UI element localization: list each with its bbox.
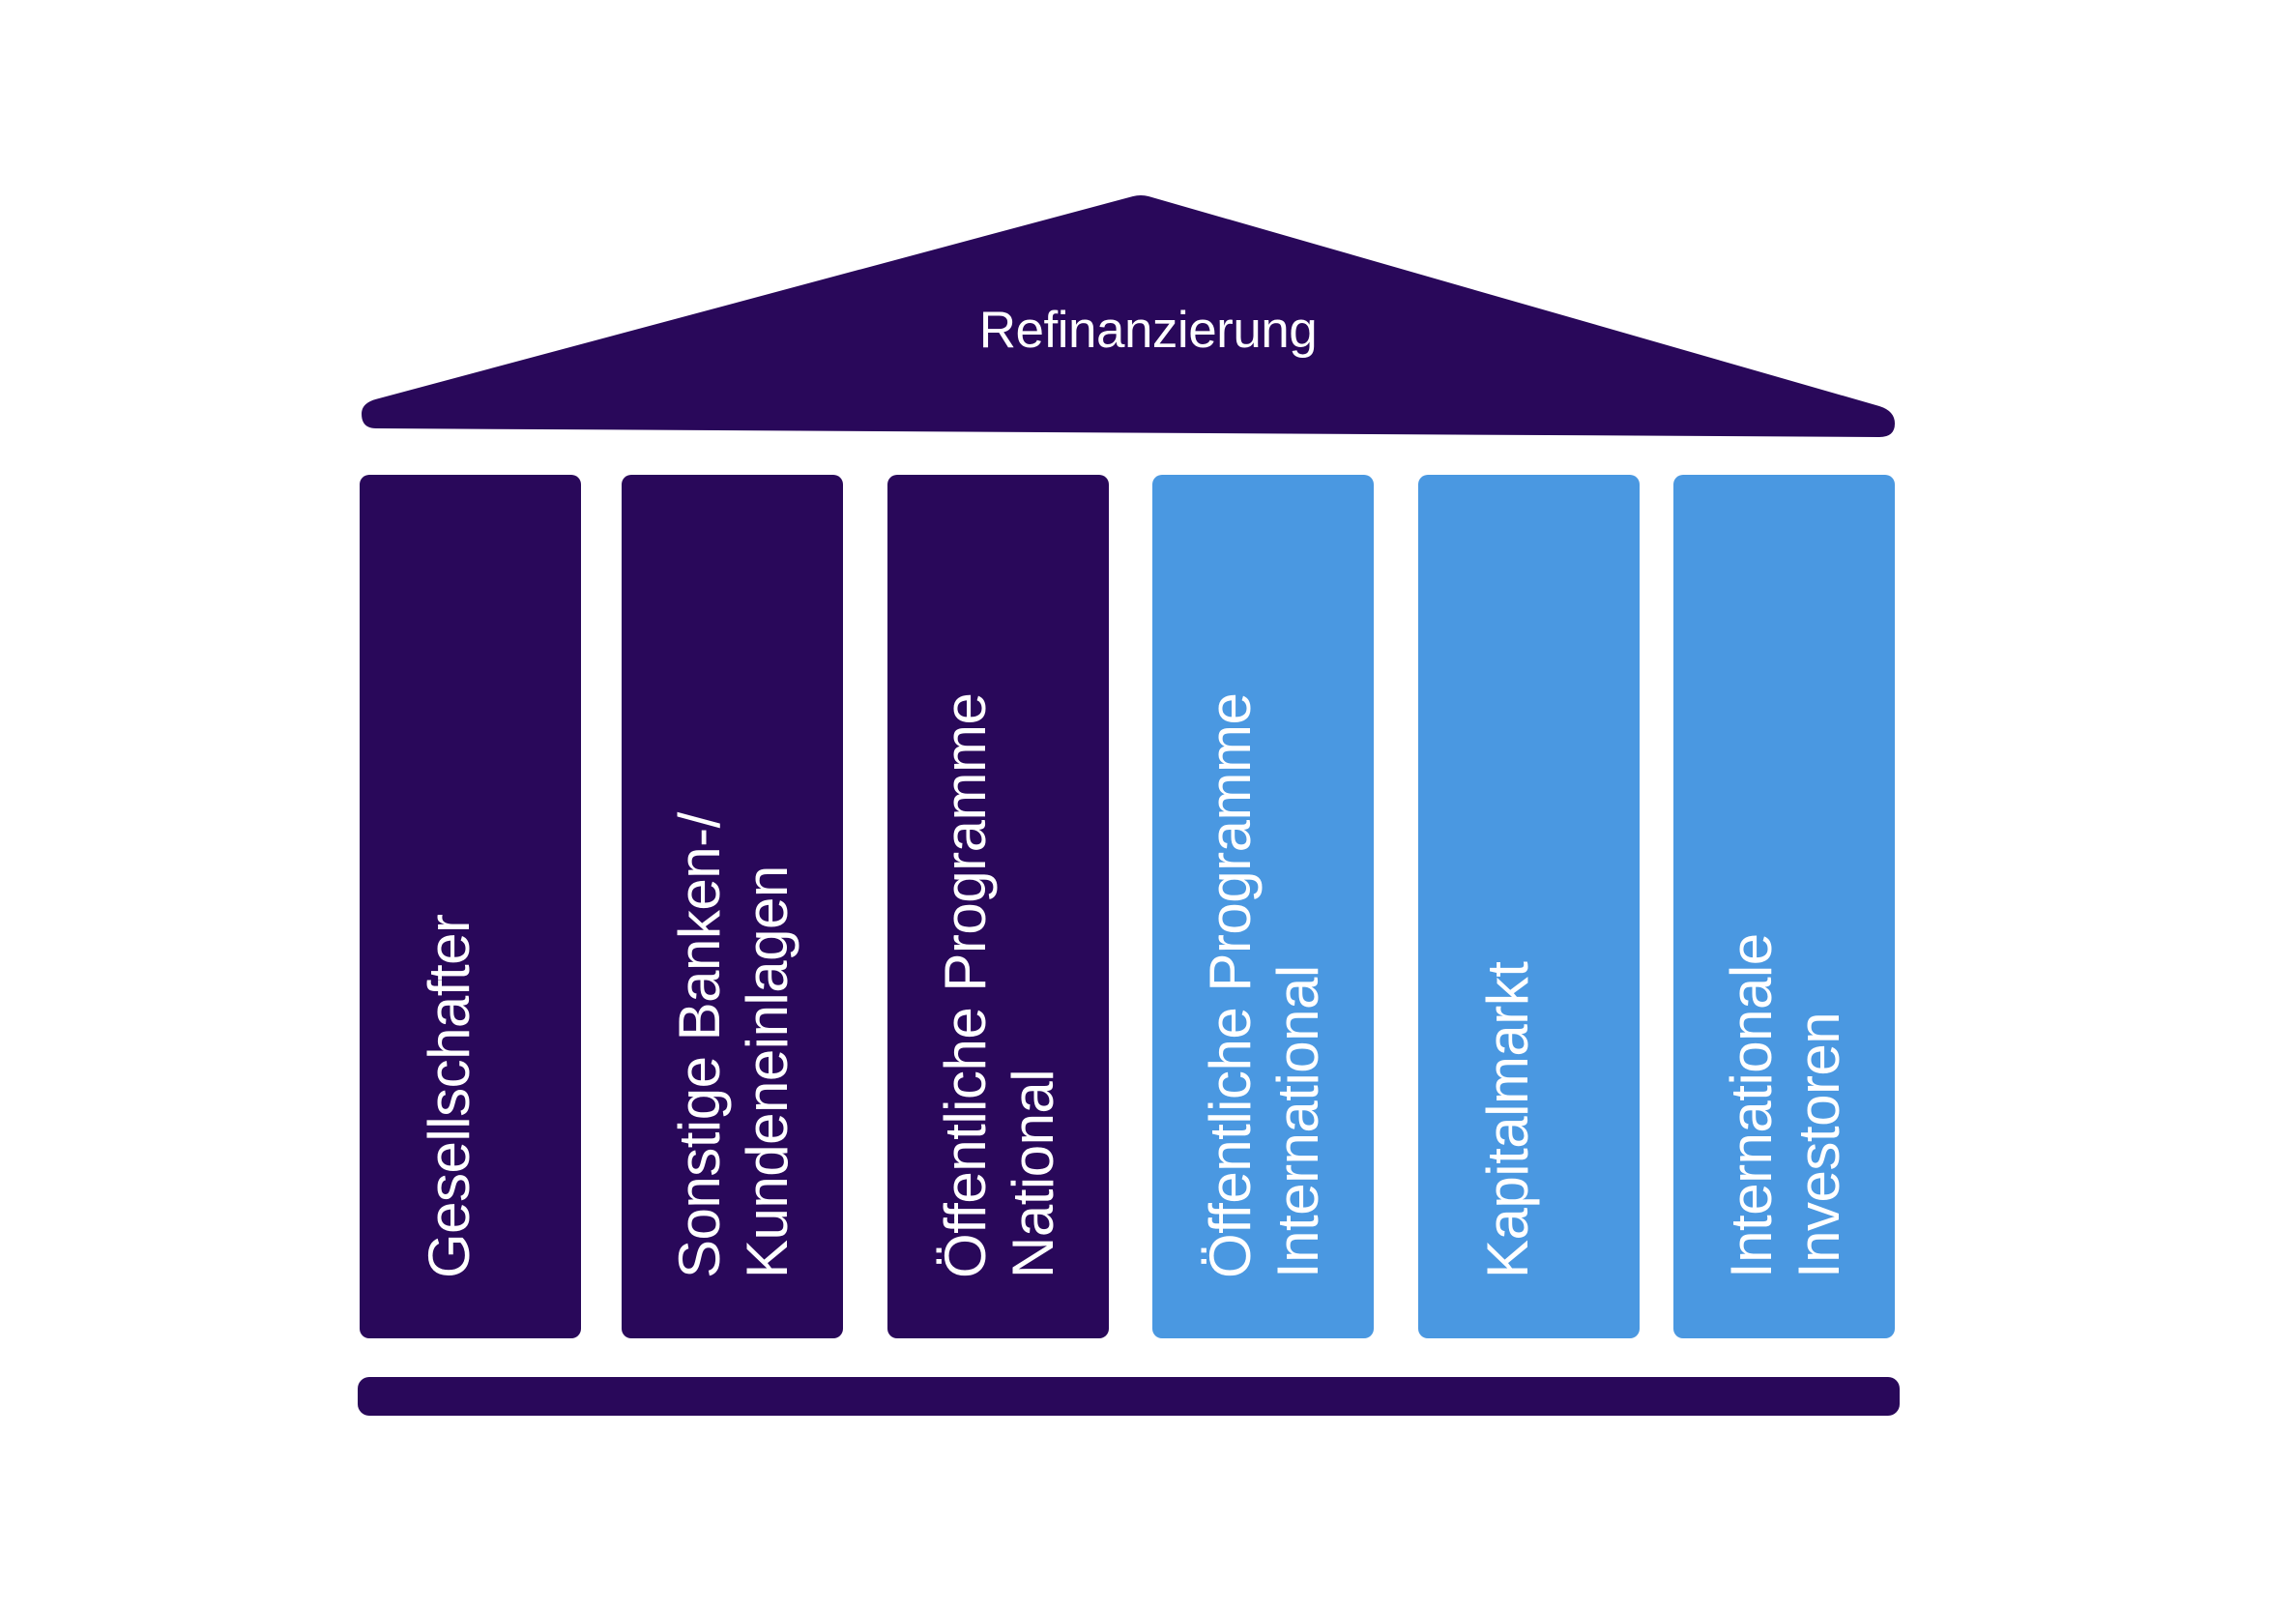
pillar-label-line: Öffentliche Programme [1198, 692, 1263, 1278]
foundation-base [358, 1377, 1900, 1416]
pillar-label: Internationale Investoren [1718, 933, 1853, 1278]
roof-title: Refinanzierung [978, 302, 1318, 359]
pillar-label: Öffentliche Programme National [932, 693, 1067, 1278]
pillar-internationale-investoren: Internationale Investoren [1673, 475, 1895, 1338]
pillar-label: Kapitalmarkt [1474, 962, 1542, 1278]
pillar-label-line: Internationale [1719, 933, 1784, 1278]
pillar-label: Öffentliche Programme International [1197, 693, 1332, 1278]
pillar-label-line: Öffentliche Programme [933, 692, 998, 1278]
pillar-oeffentliche-national: Öffentliche Programme National [887, 475, 1109, 1338]
pillar-label: Gesellschafter [416, 915, 483, 1279]
pillar-label-line: Investoren [1787, 1011, 1851, 1278]
pillar-label: Sonstige Banken-/ Kundeneinlagen [666, 812, 801, 1278]
pillar-sonstige-banken: Sonstige Banken-/ Kundeneinlagen [622, 475, 843, 1338]
pillar-label-line: Sonstige Banken-/ [667, 812, 732, 1278]
roof-shape [362, 195, 1895, 437]
pillar-kapitalmarkt: Kapitalmarkt [1418, 475, 1640, 1338]
pillar-label-line: International [1265, 965, 1330, 1278]
pillar-label-line: Kundeneinlagen [735, 865, 799, 1278]
pillar-oeffentliche-international: Öffentliche Programme International [1152, 475, 1374, 1338]
pillar-label-line: National [1001, 1069, 1065, 1278]
pillar-gesellschafter: Gesellschafter [360, 475, 581, 1338]
pillar-label-line: Gesellschafter [417, 914, 481, 1279]
pillar-label-line: Kapitalmarkt [1475, 961, 1540, 1278]
